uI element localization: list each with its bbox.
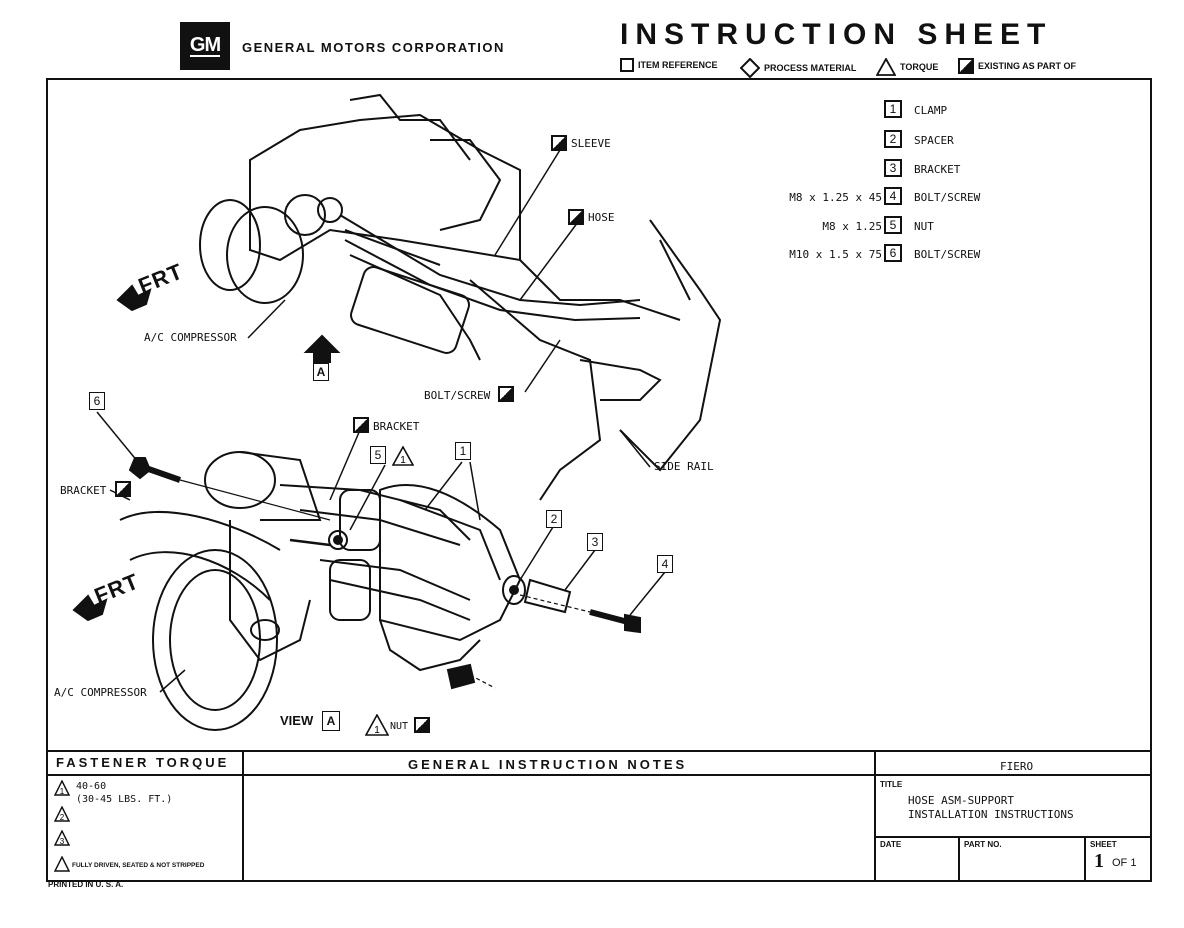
part-row: 3 BRACKET — [758, 159, 1058, 181]
legend-existing: EXISTING AS PART OF — [958, 58, 1076, 74]
square-icon — [620, 58, 634, 72]
title-line-2: INSTALLATION INSTRUCTIONS — [908, 808, 1074, 821]
label-ac-compressor-bottom: A/C COMPRESSOR — [54, 686, 147, 699]
sheet-number: 1 — [1094, 850, 1104, 872]
title-label: TITLE — [880, 780, 903, 789]
general-notes-title: GENERAL INSTRUCTION NOTES — [408, 757, 688, 772]
drawing-frame — [46, 78, 1152, 882]
table-divider — [242, 750, 244, 880]
legend-item-reference: ITEM REFERENCE — [620, 58, 718, 72]
triangle-icon — [876, 58, 896, 76]
sheet-label: SHEET — [1090, 840, 1117, 849]
existing-marker — [353, 417, 369, 433]
torque-triangle-icon: 3 — [54, 830, 70, 846]
company-name: GENERAL MOTORS CORPORATION — [242, 40, 505, 55]
sheet-of: OF 1 — [1112, 857, 1137, 869]
svg-text:1: 1 — [60, 787, 65, 796]
part-row: M8 x 1.25 5 NUT — [822, 216, 934, 234]
label-view: VIEW — [280, 713, 314, 728]
svg-text:1: 1 — [400, 455, 406, 466]
title-line-1: HOSE ASM-SUPPORT — [908, 794, 1014, 807]
existing-marker — [115, 481, 131, 497]
label-hose: HOSE — [588, 211, 615, 224]
torque-1-value: 40-60 — [76, 781, 107, 792]
table-divider — [958, 836, 960, 880]
torque-triangle-icon: 2 — [54, 806, 70, 822]
label-ac-compressor-top: A/C COMPRESSOR — [144, 331, 237, 344]
torque-triangle-icon — [54, 856, 70, 872]
callout-4: 4 — [657, 555, 673, 573]
part-row: M8 x 1.25 x 45 4 BOLT/SCREW — [789, 187, 981, 205]
table-top-rule — [46, 750, 1152, 752]
table-divider — [1084, 836, 1086, 880]
gm-logo: GM — [180, 22, 230, 70]
view-a-box: A — [322, 711, 340, 731]
table-divider — [874, 750, 876, 880]
callout-2: 2 — [546, 510, 562, 528]
torque-triangle-icon: 1 — [392, 446, 414, 466]
legend-process-material: PROCESS MATERIAL — [740, 58, 856, 78]
label-nut: NUT — [390, 721, 409, 732]
svg-text:1: 1 — [374, 725, 380, 736]
diamond-icon — [740, 58, 760, 78]
torque-triangle-icon: 1 — [365, 714, 389, 736]
label-side-rail: SIDE RAIL — [654, 460, 714, 473]
view-a-marker: A — [313, 363, 329, 381]
part-row: M10 x 1.5 x 75 6 BOLT/SCREW — [789, 244, 981, 262]
existing-marker — [414, 717, 430, 733]
existing-marker — [498, 386, 514, 402]
svg-text:3: 3 — [60, 837, 65, 846]
torque-triangle-icon: 1 — [54, 780, 70, 796]
part-row: 2 SPACER — [758, 130, 1058, 152]
fully-driven-note: FULLY DRIVEN, SEATED & NOT STRIPPED — [72, 862, 205, 869]
table-header-rule — [46, 774, 1152, 776]
label-bracket-top: BRACKET — [373, 420, 420, 433]
printed-in-usa: PRINTED IN U. S. A. — [48, 880, 124, 889]
label-sleeve: SLEEVE — [571, 137, 611, 150]
callout-6: 6 — [89, 392, 105, 410]
existing-marker — [568, 209, 584, 225]
legend-torque: TORQUE — [876, 58, 938, 76]
half-filled-square-icon — [958, 58, 974, 74]
torque-1-lbs: (30-45 LBS. FT.) — [76, 794, 173, 805]
sheet-title: INSTRUCTION SHEET — [620, 18, 1053, 51]
svg-text:2: 2 — [60, 813, 65, 822]
callout-5: 5 — [370, 446, 386, 464]
callout-3: 3 — [587, 533, 603, 551]
part-row: 1 CLAMP — [758, 100, 1058, 122]
table-rule — [874, 836, 1152, 838]
label-bracket-left: BRACKET — [60, 484, 107, 497]
label-bolt-screw: BOLT/SCREW — [424, 389, 491, 402]
callout-1: 1 — [455, 442, 471, 460]
model-name: FIERO — [1000, 760, 1034, 773]
date-label: DATE — [880, 840, 902, 849]
fastener-torque-title: FASTENER TORQUE — [56, 755, 230, 770]
existing-marker — [551, 135, 567, 151]
part-no-label: PART NO. — [964, 840, 1002, 849]
